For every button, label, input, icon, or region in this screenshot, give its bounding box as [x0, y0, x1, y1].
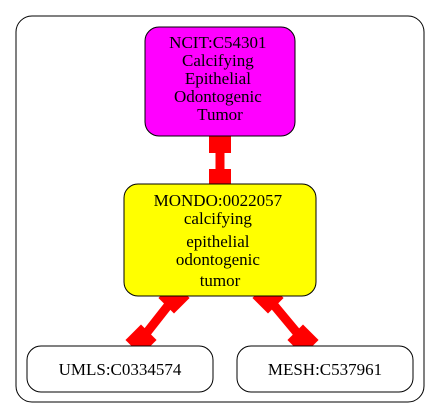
node-ncit-line-1: NCIT:C54301 — [169, 33, 266, 52]
node-umls-box — [26, 345, 214, 393]
node-ncit[interactable]: NCIT:C54301 Calcifying Epithelial Odonto… — [144, 26, 296, 137]
node-mondo-line-4: odontogenic — [176, 250, 260, 269]
node-mondo-line-5: tumor — [200, 271, 241, 290]
node-umls[interactable]: UMLS:C0334574 — [26, 345, 214, 393]
svg-text:NCIT:C54301 Calcifying: NCIT:C54301 Calcifying Epithelial Odonto… — [169, 33, 271, 124]
cluster-box — [15, 15, 425, 403]
node-mondo-line-2: calcifying — [184, 209, 252, 228]
node-ncit-line-5: Tumor — [197, 105, 243, 124]
node-ncit-line-4: Odontogenic — [174, 87, 262, 106]
svg-text:UMLS:C0334574: UMLS:C0334574 — [59, 360, 182, 379]
svg-text:MESH:C537961: MESH:C537961 — [268, 360, 382, 379]
node-ncit-box — [144, 26, 296, 137]
node-ncit-line-3: Epithelial — [185, 69, 251, 88]
node-mondo[interactable]: MONDO:0022057 calcifying epithelial odon… — [123, 183, 317, 297]
node-mondo-box — [123, 183, 317, 297]
node-mondo-line-1: MONDO:0022057 — [154, 191, 283, 210]
node-mesh-box — [236, 345, 414, 393]
node-mesh-line-1: MESH:C537961 — [268, 360, 382, 379]
svg-text:MONDO:0022057 calcifying: MONDO:0022057 calcifying epithelial odon… — [154, 191, 287, 290]
node-mondo-line-3: epithelial — [186, 232, 250, 251]
node-umls-line-1: UMLS:C0334574 — [59, 360, 182, 379]
node-ncit-line-2: Calcifying — [182, 51, 254, 70]
edge-ncit-mondo — [209, 131, 231, 191]
node-mesh[interactable]: MESH:C537961 — [236, 345, 414, 393]
